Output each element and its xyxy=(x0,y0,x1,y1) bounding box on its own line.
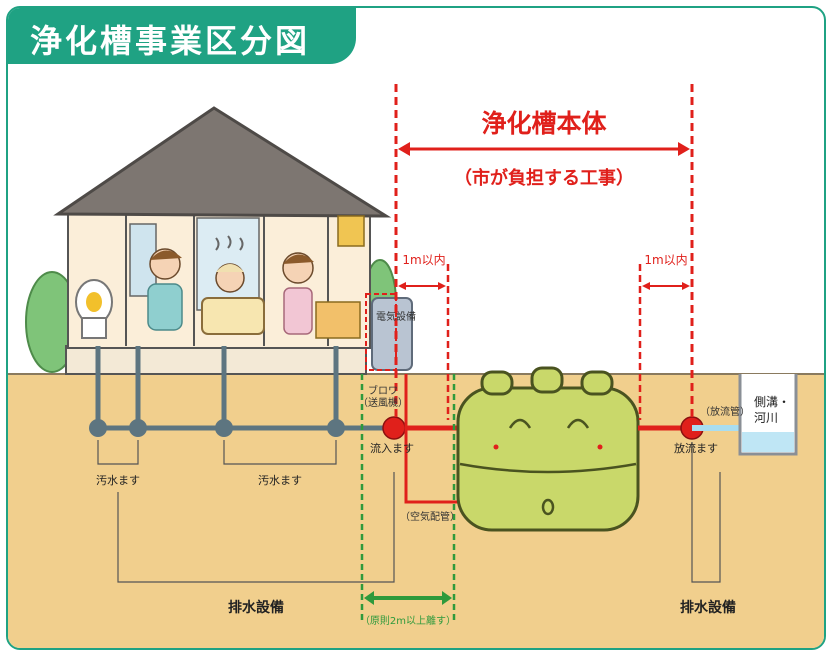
label-drainage-right: 排水設備 xyxy=(680,599,736,616)
title-tab: 浄化槽事業区分図 xyxy=(8,8,356,64)
blower-box xyxy=(371,297,413,371)
diagram-frame: 浄化槽本体 （市が負担する工事） 1m以内 1m以内 電気設備 ブロワ （送風機… xyxy=(6,6,826,650)
tank-body-subtitle: （市が負担する工事） xyxy=(454,167,634,189)
tank-body-title: 浄化槽本体 xyxy=(481,109,607,138)
page-title: 浄化槽事業区分図 xyxy=(30,22,311,60)
distance-arrow-head-left xyxy=(364,591,374,605)
span-arrow-head-left xyxy=(398,142,410,156)
house xyxy=(53,106,392,375)
label-side-ditch-2: 河川 xyxy=(754,411,778,425)
label-1m-left: 1m以内 xyxy=(402,253,445,267)
label-distance-rule: （原則2m以上離す） xyxy=(360,614,456,627)
sewage-basin-node-3 xyxy=(215,419,233,437)
bracket-sewage-1 xyxy=(97,440,139,465)
bracket-drainage-left xyxy=(117,472,395,583)
ditch-water xyxy=(742,432,794,452)
arrow-1m-left-head-a xyxy=(398,282,406,290)
septic-tank xyxy=(456,366,640,532)
diagram-canvas: 浄化槽本体 （市が負担する工事） 1m以内 1m以内 電気設備 ブロワ （送風機… xyxy=(8,84,824,648)
label-discharge-basin: 放流ます xyxy=(674,441,718,455)
span-arrow-head-right xyxy=(678,142,690,156)
arrow-1m-left-head-b xyxy=(438,282,446,290)
label-inflow-basin: 流入ます xyxy=(370,441,414,455)
distance-arrow-head-right xyxy=(442,591,452,605)
sewage-basin-node-1 xyxy=(89,419,107,437)
label-blower-2: （送風機） xyxy=(358,396,408,409)
label-sewage-basin-2: 汚水ます xyxy=(258,474,302,487)
label-side-ditch-1: 側溝・ xyxy=(754,395,790,409)
label-blower-1: ブロワ xyxy=(368,384,398,397)
bracket-drainage-right xyxy=(691,442,721,583)
bracket-sewage-2 xyxy=(223,440,337,465)
label-discharge-pipe: （放流管） xyxy=(700,405,750,418)
label-electrical: 電気設備 xyxy=(376,310,416,323)
air-pipe xyxy=(404,374,458,504)
arrow-1m-right-head-a xyxy=(642,282,650,290)
inflow-basin-node xyxy=(382,416,406,440)
sewage-basin-node-4 xyxy=(327,419,345,437)
arrow-1m-right-head-b xyxy=(682,282,690,290)
label-drainage-left: 排水設備 xyxy=(228,599,284,616)
label-sewage-basin-1: 汚水ます xyxy=(96,474,140,487)
label-air-pipe: （空気配管） xyxy=(400,510,460,523)
sewage-basin-node-2 xyxy=(129,419,147,437)
label-1m-right: 1m以内 xyxy=(644,253,687,267)
